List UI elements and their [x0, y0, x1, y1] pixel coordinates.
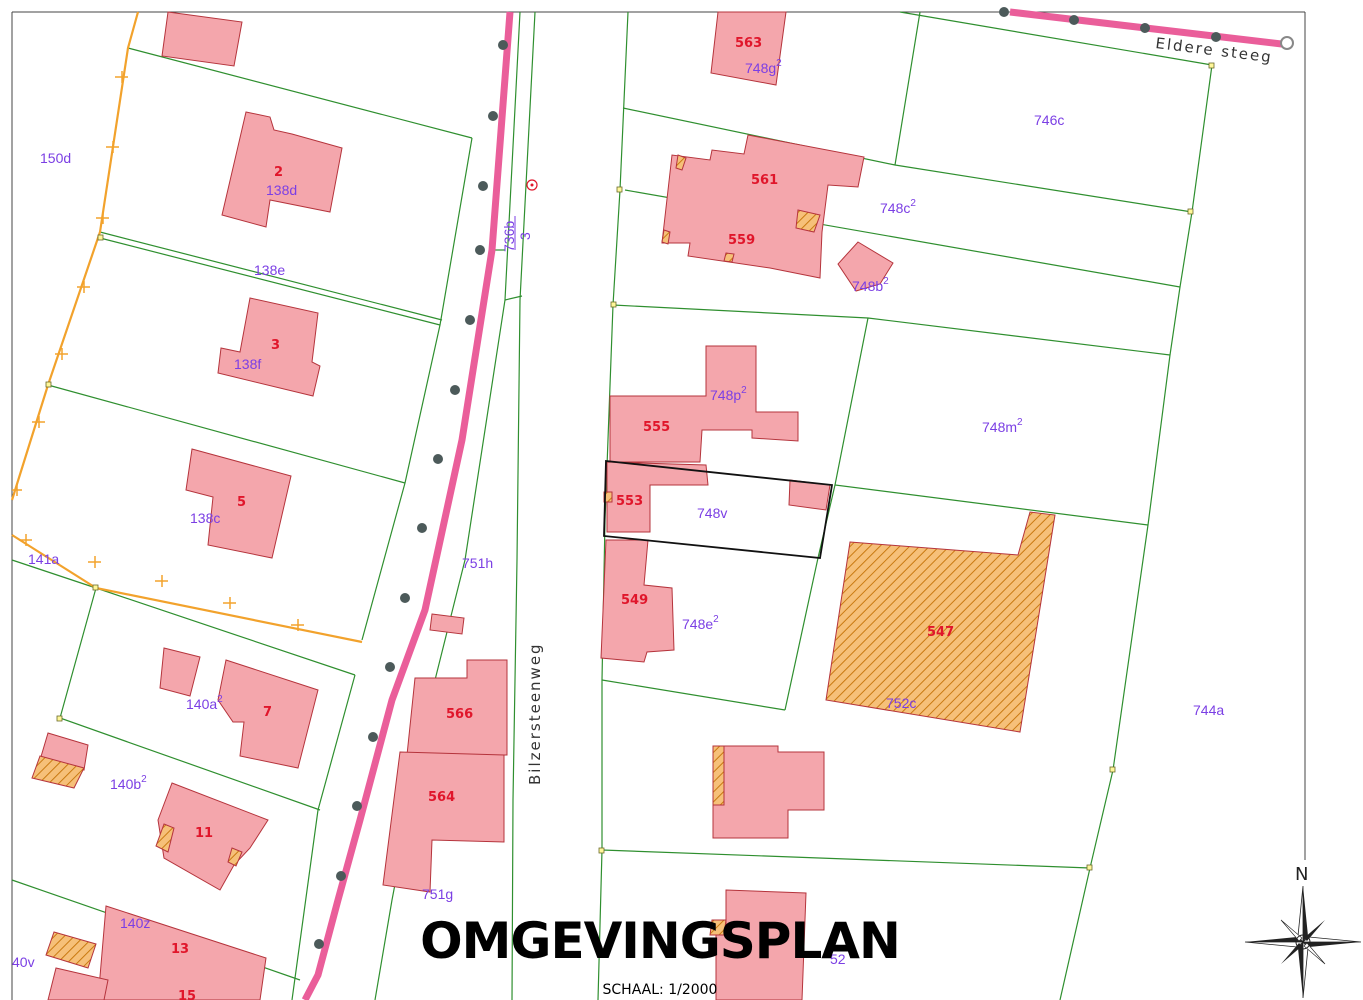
- hatched-structures: [31, 154, 1056, 969]
- parcel-labels: 150d 138d 138e 138f 138c 141a 140a2 140b…: [12, 58, 1224, 970]
- house-number-11: 11: [195, 826, 213, 841]
- parcel-748g: 748g2: [745, 58, 782, 76]
- street-name-bilzersteenweg: Bilzersteenweg: [526, 642, 544, 785]
- parcel-140b: 140b2: [110, 774, 147, 792]
- compass-rose-icon: N: [1244, 864, 1362, 999]
- parcel-748v: 748v: [697, 505, 727, 521]
- map-scale: SCHAAL: 1/2000: [602, 982, 718, 998]
- parcel-748e: 748e2: [682, 614, 719, 632]
- parcel-748p: 748p2: [710, 385, 747, 403]
- house-number-13: 13: [171, 942, 189, 957]
- house-number-3: 3: [271, 338, 280, 353]
- house-number-559: 559: [728, 233, 755, 248]
- buildings: [39, 11, 894, 1000]
- parcel-138f: 138f: [234, 356, 261, 372]
- house-number-561: 561: [751, 173, 778, 188]
- house-number-564: 564: [428, 790, 455, 805]
- house-number-553: 553: [616, 494, 643, 509]
- parcel-3: 3: [517, 232, 533, 240]
- parcel-138d: 138d: [266, 182, 297, 198]
- parcel-748c: 748c2: [880, 198, 916, 216]
- parcel-744a: 744a: [1193, 702, 1224, 718]
- map-frame: [11, 11, 1306, 1000]
- parcel-140z: 140z: [120, 915, 150, 931]
- house-number-2: 2: [274, 165, 283, 180]
- parcel-748m: 748m2: [982, 417, 1023, 435]
- parcel-748b: 748b2: [852, 276, 889, 294]
- house-number-15: 15: [178, 989, 196, 1000]
- parcel-746c: 746c: [1034, 112, 1064, 128]
- house-number-549: 549: [621, 593, 648, 608]
- house-number-563: 563: [735, 36, 762, 51]
- house-numbers: 563 561 559 555 553 549 547 566 564 2 3 …: [171, 36, 954, 1000]
- parcel-752: 52: [830, 951, 846, 967]
- house-number-547: 547: [927, 625, 954, 640]
- house-number-555: 555: [643, 420, 670, 435]
- parcel-736b: 736b: [501, 221, 517, 252]
- house-number-7: 7: [263, 705, 272, 720]
- north-label: N: [1295, 864, 1308, 885]
- parcel-752c: 752c: [886, 695, 916, 711]
- parcel-138c: 138c: [190, 510, 220, 526]
- parcel-138e: 138e: [254, 262, 285, 278]
- selected-parcel-outline: [603, 460, 834, 559]
- parcel-751h: 751h: [462, 555, 493, 571]
- parcel-140a: 140a2: [186, 694, 223, 712]
- map-title: OMGEVINGSPLAN: [420, 912, 901, 970]
- parcel-150d: 150d: [40, 150, 71, 166]
- boundary-markers: [45, 62, 1215, 871]
- road-centerline: [301, 7, 1294, 1000]
- house-number-5: 5: [237, 495, 246, 510]
- house-number-566: 566: [446, 707, 473, 722]
- parcel-751g: 751g: [422, 886, 453, 902]
- parcel-141a: 141a: [28, 551, 59, 567]
- parcel-40v: 40v: [12, 954, 35, 970]
